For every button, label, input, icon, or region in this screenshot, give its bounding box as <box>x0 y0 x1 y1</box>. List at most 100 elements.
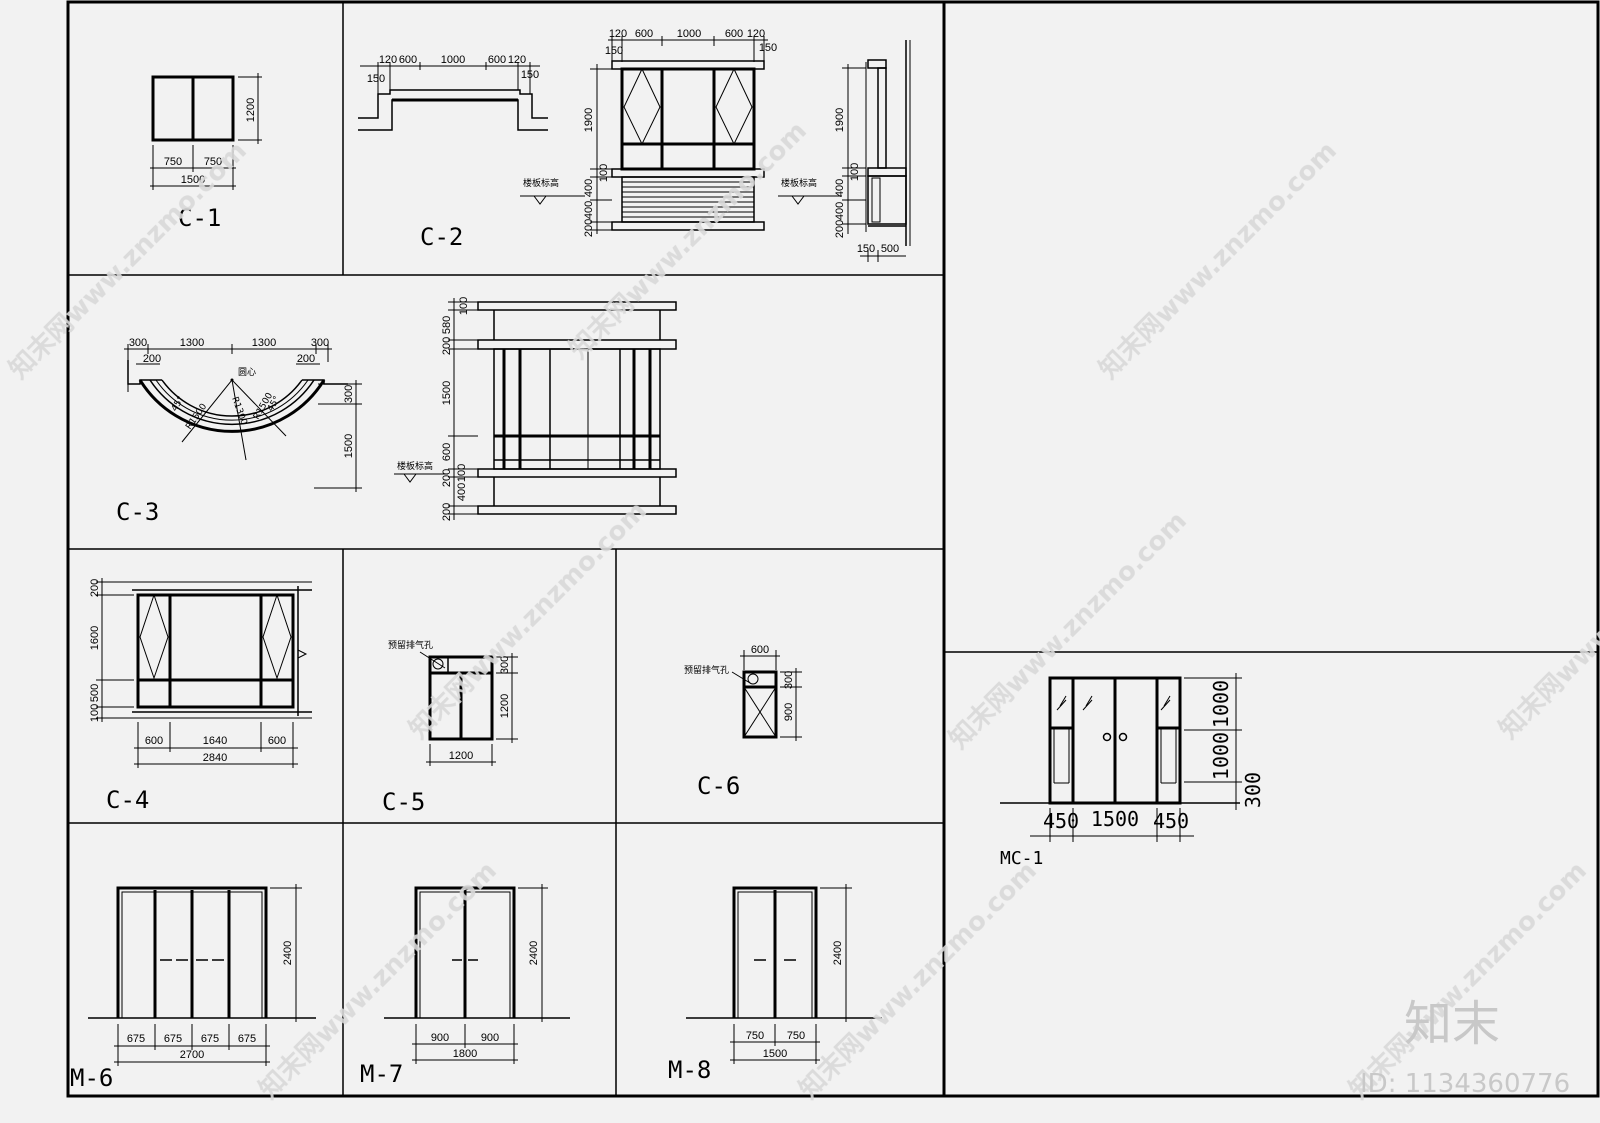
watermark-text-2: 知末网www.znzmo.com <box>564 116 813 365</box>
m7-dim-1: 900 <box>431 1032 449 1044</box>
c4-dim-6: 1640 <box>203 735 227 747</box>
watermark-layer: 知末网www.znzmo.com 知末网www.znzmo.com 知末网www… <box>4 116 1600 1105</box>
c5-dim-3: 1200 <box>449 750 473 762</box>
mc1-handle-left <box>1102 732 1112 742</box>
c2-plan-dim-3: 1000 <box>441 54 465 66</box>
c2-elev-dim-12: 200 <box>583 219 595 237</box>
c2-elev-dim-5: 120 <box>747 28 765 40</box>
m7-dim-2: 900 <box>481 1032 499 1044</box>
c2-elev-dim-9: 100 <box>598 164 610 182</box>
c2-side-dim-7: 500 <box>881 243 899 255</box>
c2-floor-level-2: 楼板标高 <box>781 177 817 189</box>
c3-floor-level: 楼板标高 <box>397 460 433 472</box>
watermark-text-9: 知末网www.znzmo.com <box>1494 496 1600 745</box>
c3-plan-dim-2: 1300 <box>180 337 204 349</box>
watermark-text-7: 知末网www.znzmo.com <box>794 856 1043 1105</box>
c2-side-dim-3: 400 <box>834 179 846 197</box>
c6-label: C-6 <box>697 772 740 800</box>
c4-dim-7: 600 <box>268 735 286 747</box>
c2-elev-dim-6: 150 <box>605 45 623 57</box>
mc1-handle-right <box>1118 732 1128 742</box>
c1-dim-total: 1500 <box>181 174 205 186</box>
c3-note-center: 圆心 <box>238 367 256 378</box>
mc1-dim-2: 1500 <box>1091 807 1139 831</box>
m8-dim-height: 2400 <box>832 941 844 965</box>
c3-plan-dim-8: 1500 <box>343 434 355 458</box>
m7-dim-height: 2400 <box>528 941 540 965</box>
c2-floor-level-1: 楼板标高 <box>523 177 559 189</box>
c6-dim-3: 900 <box>783 703 795 721</box>
c2-elev-dim-3: 1000 <box>677 28 701 40</box>
c4-label: C-4 <box>106 786 149 814</box>
c6-note: 预留排气孔 <box>684 664 729 676</box>
watermark-text-5: 知末网www.znzmo.com <box>944 506 1193 755</box>
c1-label: C-1 <box>178 204 221 232</box>
c4-dim-4: 100 <box>89 704 101 722</box>
m6-label: M-6 <box>70 1064 113 1092</box>
c3-note-angle-1: 45° <box>170 395 187 414</box>
sheet-frame <box>66 0 1600 1098</box>
c5-dim-1: 300 <box>499 656 511 674</box>
c2-elev-dim-4: 600 <box>725 28 743 40</box>
c2-plan-dim-2: 600 <box>399 54 417 66</box>
c3-plan-dim-6: 200 <box>297 353 315 365</box>
c2-side-dim-4: 400 <box>834 202 846 220</box>
c3-elev-dim-3: 200 <box>441 337 453 355</box>
m6-dim-total: 2700 <box>180 1049 204 1061</box>
c3-plan-dim-7: 300 <box>343 385 355 403</box>
mc1-dim-1: 450 <box>1043 809 1079 833</box>
c2-elev-dim-11: 400 <box>583 201 595 219</box>
c2-elev-dim-7: 150 <box>759 42 777 54</box>
m7-dim-total: 1800 <box>453 1048 477 1060</box>
c3-elev-dim-7: 100 <box>456 464 468 482</box>
c2-elev-dim-2: 600 <box>635 28 653 40</box>
c2-balustrade-lines <box>622 181 754 218</box>
m6-dim-3: 675 <box>201 1033 219 1045</box>
c2-elev-dim-1: 120 <box>609 28 627 40</box>
c2-elev-dim-8: 1900 <box>583 108 595 132</box>
m6-dim-height: 2400 <box>282 941 294 965</box>
m6-dim-1: 675 <box>127 1033 145 1045</box>
c2-side-dim-6: 150 <box>857 243 875 255</box>
c2-side-dim-1: 1900 <box>834 108 846 132</box>
watermark-text-8: 知末网www.znzmo.com <box>1344 856 1593 1105</box>
c2-plan-dim-1: 120 <box>379 54 397 66</box>
c3-plan-dim-4: 300 <box>311 337 329 349</box>
door-m6: 2400 675 675 675 675 2700 M-6 <box>70 884 316 1092</box>
c3-elev-dim-1: 100 <box>458 297 470 315</box>
mc1-dim-height-1: 1000 <box>1209 680 1233 728</box>
c2-elev-dim-10: 400 <box>583 179 595 197</box>
c2-side-dim-5: 200 <box>834 220 846 238</box>
c4-dim-3: 500 <box>89 684 101 702</box>
c6-dim-1: 600 <box>751 644 769 656</box>
c2-plan-dim-5: 120 <box>508 54 526 66</box>
window-c1: 750 750 1500 1200 C-1 <box>150 73 262 232</box>
door-mc1: 1000 1000 300 450 1500 450 MC-1 <box>1000 673 1265 869</box>
m8-dim-total: 1500 <box>763 1048 787 1060</box>
door-m7: 2400 900 900 1800 M-7 <box>360 884 570 1088</box>
c3-plan-dim-5: 200 <box>143 353 161 365</box>
c5-vent-hole <box>432 658 444 670</box>
c4-dim-5: 600 <box>145 735 163 747</box>
c5-dim-2: 1200 <box>499 694 511 718</box>
c3-note-r2: R1300 <box>229 396 248 427</box>
c1-dim-height: 1200 <box>245 98 257 122</box>
mc1-dim-height-3: 300 <box>1241 772 1265 808</box>
mc1-label: MC-1 <box>1000 848 1043 869</box>
c1-dim-2: 750 <box>204 156 222 168</box>
c3-plan-dim-1: 300 <box>129 337 147 349</box>
m6-dim-4: 675 <box>238 1033 256 1045</box>
c4-dim-2: 1600 <box>89 626 101 650</box>
c3-elev-dim-4: 1500 <box>441 381 453 405</box>
mc1-dim-height-2: 1000 <box>1209 732 1233 780</box>
c3-plan-dim-3: 1300 <box>252 337 276 349</box>
watermark-brand: 知末 <box>1404 996 1500 1052</box>
c2-plan-dim-4: 600 <box>488 54 506 66</box>
watermark-id: ID: 1134360776 <box>1360 1069 1570 1099</box>
c2-label: C-2 <box>420 223 463 251</box>
m6-dim-2: 675 <box>164 1033 182 1045</box>
c6-dim-2: 300 <box>783 671 795 689</box>
c3-elev-dim-5: 600 <box>441 443 453 461</box>
c2-side-dim-2: 100 <box>849 163 861 181</box>
